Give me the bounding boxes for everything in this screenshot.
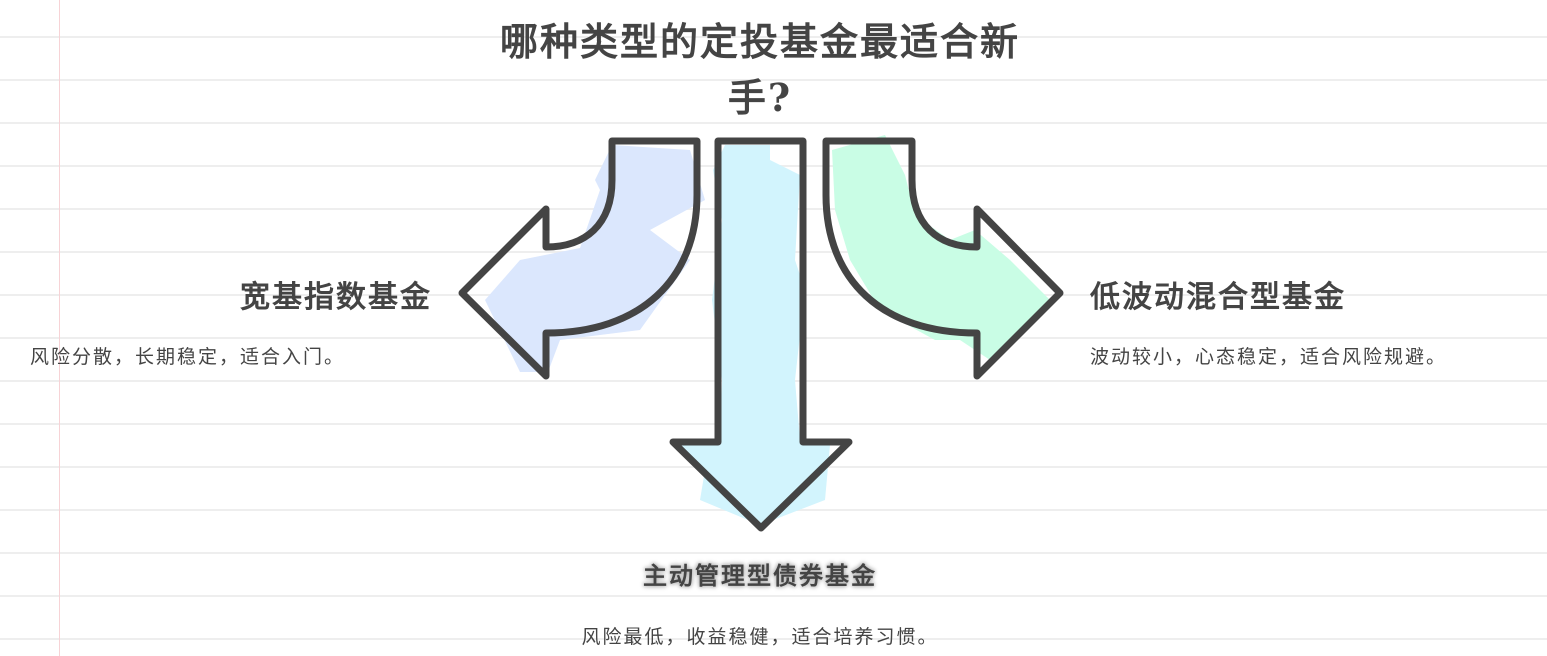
right-arrow-icon [822,135,1064,380]
option-label-low-volatility-hybrid-fund: 低波动混合型基金 [1090,280,1346,315]
option-description-low-volatility-hybrid-fund: 波动较小，心态稳定，适合风险规避。 [1090,346,1448,368]
option-description-broad-index-fund: 风险分散，长期稳定，适合入门。 [30,346,346,368]
down-arrow-icon [669,137,853,532]
title-line-1: 哪种类型的定投基金最适合新 [499,19,1020,64]
option-label-active-bond-fund: 主动管理型债券基金 [643,561,877,590]
left-arrow-icon [458,137,705,380]
option-label-broad-index-fund: 宽基指数基金 [240,280,432,315]
option-description-active-bond-fund: 风险最低，收益稳健，适合培养习惯。 [581,626,939,648]
title-line-2: 手? [727,75,793,120]
margin-line [59,0,60,656]
diagram-title: 哪种类型的定投基金最适合新 手? [430,14,1090,126]
